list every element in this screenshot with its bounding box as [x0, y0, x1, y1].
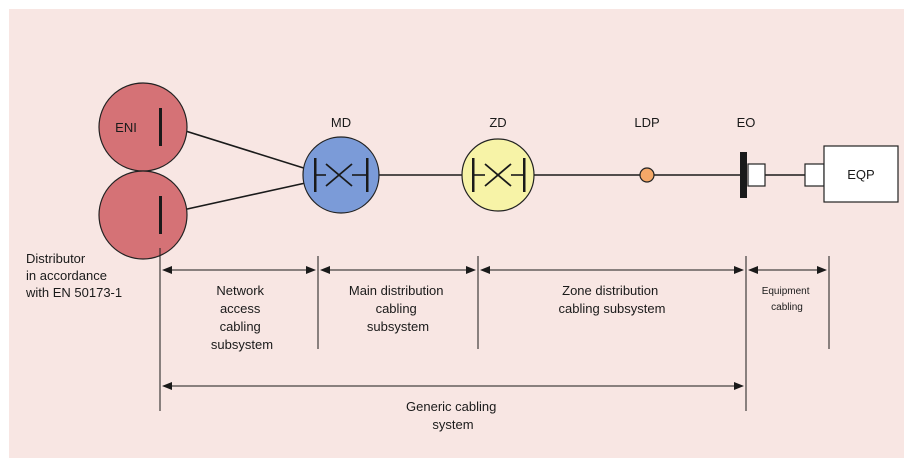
md-distributor: MD [302, 115, 380, 214]
zd-label: ZD [489, 115, 506, 130]
eo-outlet: EO [737, 115, 766, 198]
equipment-cabling-label: Equipment cabling [762, 286, 813, 313]
eni-distributor: ENI [98, 82, 188, 172]
zone-distribution-label: Zone distribution cabling subsystem [559, 283, 666, 316]
generic-cabling-label: Generic cabling system [406, 399, 500, 432]
network-access-label: Network access cabling subsystem [211, 283, 273, 352]
distributor-circle [98, 170, 188, 260]
main-distribution-label: Main distribution cabling subsystem [349, 283, 447, 334]
md-label: MD [331, 115, 351, 130]
eo-label: EO [737, 115, 756, 130]
eni-label: ENI [115, 120, 137, 135]
ldp-label: LDP [634, 115, 659, 130]
distributor-caption: Distributor in accordance with EN 50173-… [25, 251, 122, 300]
zd-distributor: ZD [461, 115, 535, 212]
eqp-equipment: EQP [804, 145, 899, 203]
ldp-point: LDP [634, 115, 660, 183]
eqp-label: EQP [847, 167, 874, 182]
